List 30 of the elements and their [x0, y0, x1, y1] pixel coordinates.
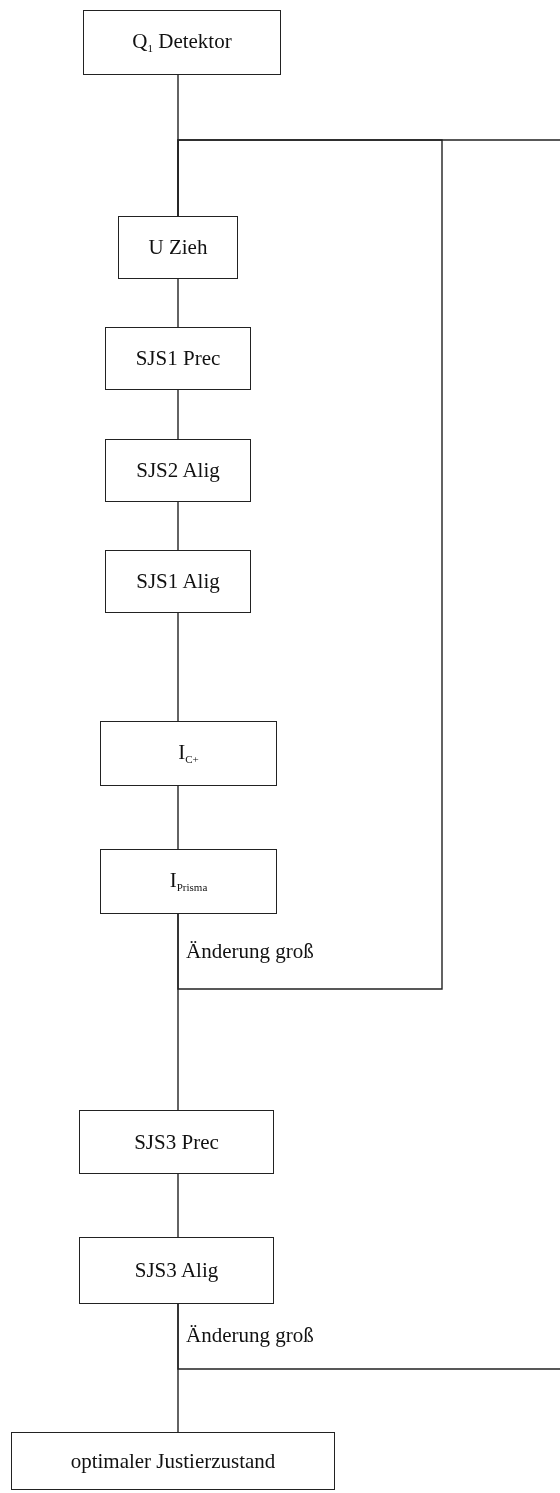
connector-line — [177, 278, 179, 328]
process-box — [100, 849, 277, 914]
step-label: SJS2 Alig — [136, 460, 220, 481]
process-box — [83, 10, 281, 75]
connector-line — [177, 785, 179, 850]
connector-line — [177, 389, 179, 440]
process-box — [105, 327, 251, 390]
process-box — [105, 439, 251, 502]
process-box — [100, 721, 277, 786]
step-label: U Zieh — [148, 237, 208, 258]
step-label: SJS1 Alig — [136, 571, 220, 592]
process-box — [79, 1237, 274, 1304]
connector-line — [177, 501, 179, 551]
step-label: SJS3 Prec — [134, 1131, 219, 1153]
connector-line — [177, 139, 443, 990]
step-label: SJS1 Prec — [135, 348, 221, 369]
step-label: SJS3 Alig — [134, 1260, 219, 1281]
edge-label: Änderung groß — [186, 1324, 314, 1348]
step-label: Q$_{1}$ Detektor — [132, 31, 232, 54]
connector-line — [177, 612, 179, 722]
edge-label: Änderung groß — [186, 940, 314, 964]
step-label: optimaler Justierzustand — [70, 1450, 276, 1472]
process-box — [79, 1110, 274, 1174]
process-box — [118, 216, 238, 279]
process-box — [11, 1432, 335, 1490]
process-box — [105, 550, 251, 613]
connector-line — [177, 139, 560, 1370]
connector-line — [177, 1173, 179, 1238]
step-label: I$_{Prisma}$ — [169, 870, 208, 893]
step-label: I$_{C+}$ — [178, 742, 199, 765]
